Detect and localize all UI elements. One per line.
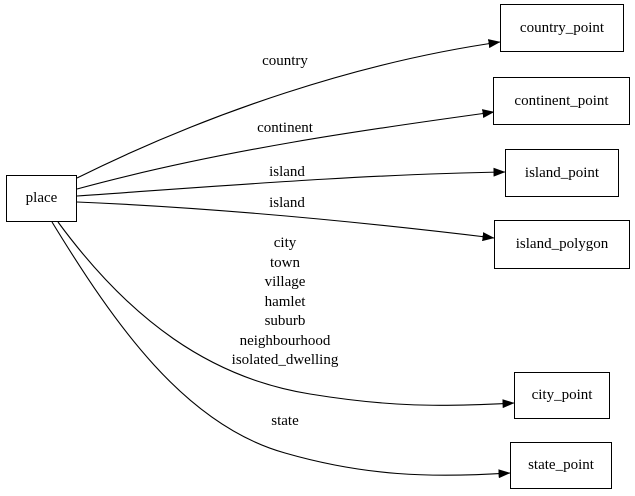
node-place-label: place [25,190,58,206]
node-state-point-label: state_point [528,457,594,473]
node-country-point: country_point [500,4,624,52]
node-state-point: state_point [510,442,612,489]
edge-place-city-point [57,221,515,409]
node-place: place [6,175,77,222]
node-city-point: city_point [514,372,610,419]
node-island-point: island_point [505,149,619,197]
node-continent-point-label: continent_point [514,92,609,109]
node-island-polygon-label: island_polygon [515,236,609,252]
edge-place-continent-point [76,109,495,190]
edge-label-state: state [271,413,299,429]
edge-label-city-point: city town village hamlet suburb neighbou… [231,235,339,368]
node-continent-point: continent_point [493,77,630,125]
node-city-point-label: city_point [531,387,593,403]
edge-label-country: country [262,53,308,69]
node-island-polygon: island_polygon [494,220,630,269]
edge-place-country-point [76,39,501,179]
node-country-point-label: country_point [519,19,605,36]
node-island-point-label: island_point [524,164,600,181]
edge-place-island-polygon [76,201,495,242]
edge-label-island-point: island [269,164,305,180]
edge-label-continent: continent [257,120,313,136]
edge-label-island-polygon: island [269,195,305,211]
edge-place-island-point [76,167,506,197]
edge-place-state-point [51,221,511,479]
